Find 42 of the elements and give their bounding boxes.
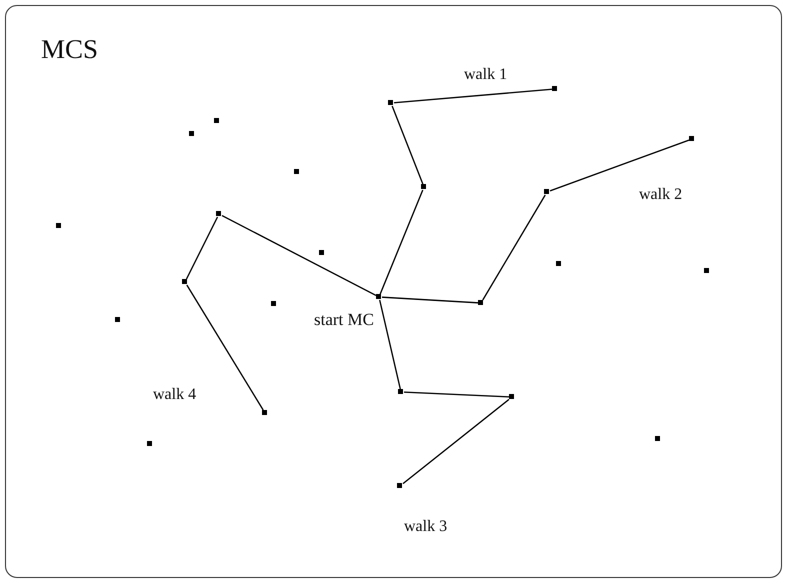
point-marker <box>216 211 221 216</box>
point-marker <box>182 279 187 284</box>
point-marker <box>704 268 709 273</box>
walk-line <box>186 284 264 410</box>
point-marker <box>421 184 426 189</box>
point-marker <box>397 483 402 488</box>
walk-line <box>186 216 218 280</box>
point-marker <box>388 100 393 105</box>
walk-label: walk 2 <box>639 187 682 203</box>
walk-line <box>380 190 424 294</box>
walk-line <box>402 398 510 484</box>
point-marker <box>271 301 276 306</box>
point-label: start MC <box>314 311 374 328</box>
walk-label: walk 3 <box>404 519 448 535</box>
walk-line <box>394 88 552 104</box>
point-marker <box>319 250 324 255</box>
walk-line <box>392 106 424 184</box>
point-marker <box>115 317 120 322</box>
walk-label: walk 1 <box>464 67 508 83</box>
walk-line <box>550 139 690 192</box>
walk-label: walk 4 <box>153 387 196 403</box>
walk-line <box>482 194 546 300</box>
point-marker <box>655 436 660 441</box>
point-marker <box>189 131 194 136</box>
point-marker <box>262 410 267 415</box>
point-marker <box>294 169 299 174</box>
point-marker <box>556 261 561 266</box>
walk-line <box>404 391 510 398</box>
point-marker <box>689 136 694 141</box>
walk-line <box>222 214 376 296</box>
point-marker <box>214 118 219 123</box>
diagram-title: MCS <box>41 36 98 63</box>
walk-line <box>379 300 401 390</box>
point-marker <box>398 389 403 394</box>
point-marker <box>478 300 483 305</box>
point-marker <box>552 86 557 91</box>
walk-line <box>382 296 478 304</box>
point-marker <box>147 441 152 446</box>
point-marker <box>56 223 61 228</box>
point-marker <box>509 394 514 399</box>
point-marker <box>376 294 381 299</box>
point-marker <box>544 189 549 194</box>
